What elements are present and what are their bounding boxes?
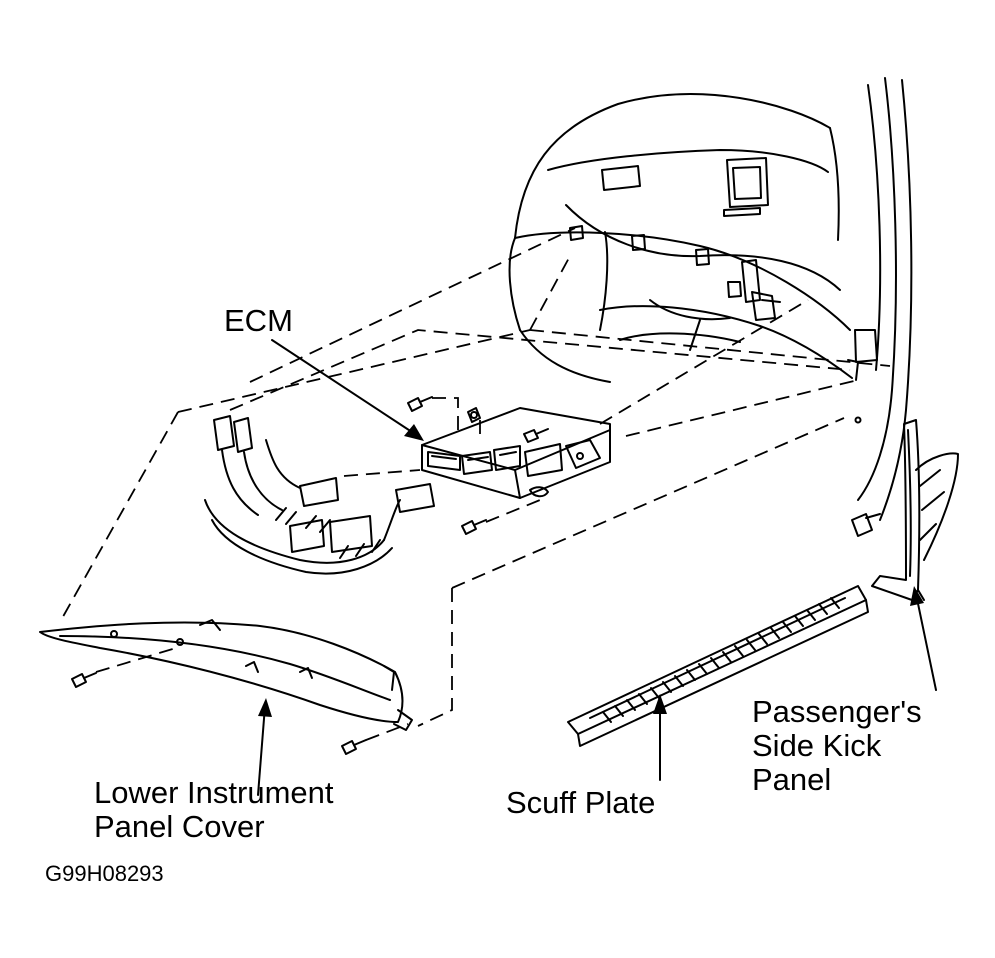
passengers-side-kick-panel-label-line-3: Panel <box>752 762 832 797</box>
leader-arrows <box>257 339 937 796</box>
scuff-plate-label: Scuff Plate <box>506 785 656 820</box>
lower-instrument-panel-cover-label-line-1: Lower Instrument <box>94 775 334 810</box>
arrowheads <box>258 424 924 717</box>
passengers-side-kick-panel-label: Passenger's Side Kick Panel <box>752 696 922 795</box>
screws <box>71 396 881 755</box>
lower-instrument-panel-cover <box>39 619 413 731</box>
ecm-module <box>421 407 611 499</box>
assembly-dashed-lines <box>59 227 891 741</box>
ecm-label: ECM <box>224 303 293 338</box>
passengers-side-kick-panel <box>871 419 959 601</box>
lower-instrument-panel-cover-label: Lower Instrument Panel Cover <box>94 777 334 842</box>
scuff-plate <box>567 585 869 747</box>
passengers-side-kick-panel-label-line-1: Passenger's <box>752 694 922 729</box>
wiring-harness <box>204 415 435 575</box>
figure-id: G99H08293 <box>45 861 164 886</box>
passengers-side-kick-panel-label-line-2: Side Kick <box>752 728 882 763</box>
lower-instrument-panel-cover-label-line-2: Panel Cover <box>94 809 265 844</box>
dashboard-outline <box>508 93 853 383</box>
door-frame <box>847 77 913 521</box>
